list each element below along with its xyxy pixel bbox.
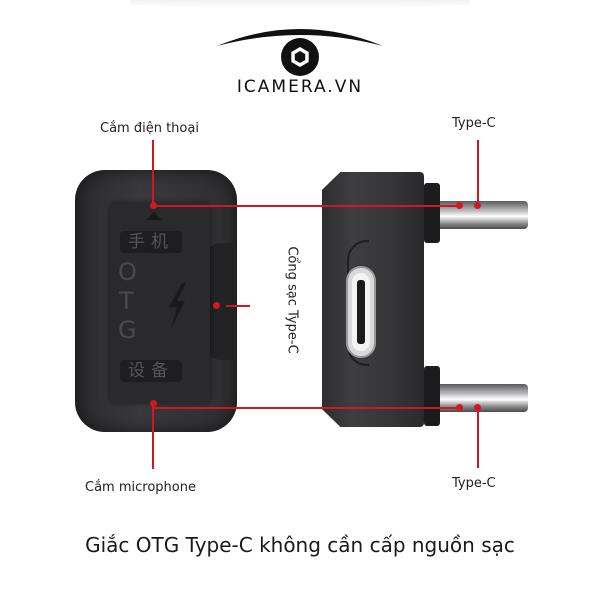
label-type-c-top: Type-C [452, 116, 496, 131]
camera-aperture-icon [281, 38, 319, 76]
callout-dot-bottom-left [456, 404, 463, 411]
callout-dot-mic [150, 400, 157, 407]
top-connector-collar [424, 183, 440, 243]
front-label-device-cn: 设备 [120, 360, 182, 382]
callout-line-type-c-bottom-vertical [477, 408, 479, 468]
otg-letter-t: T [119, 287, 134, 315]
callout-line-phone-vertical [152, 140, 154, 206]
otg-letter-g: G [118, 316, 137, 344]
label-mic-plug: Cắm microphone [85, 480, 196, 495]
label-charging-port: Cổng sạc Type-C [284, 246, 300, 354]
label-phone-plug: Cắm điện thoại [100, 121, 199, 136]
bottom-connector-collar [424, 366, 440, 426]
brand-logo-text: ICAMERA.VN [236, 77, 364, 97]
otg-letter-o: O [118, 258, 137, 286]
callout-dot-top-left [456, 202, 463, 209]
logo-arc-icon [217, 29, 383, 46]
callout-dot-phone [150, 202, 157, 209]
callout-line-charging-port [226, 305, 250, 307]
label-type-c-bottom: Type-C [452, 476, 496, 491]
callout-dot-bottom-right [474, 404, 481, 411]
callout-line-mic-vertical [152, 404, 154, 469]
lightning-bolt-icon [169, 283, 186, 329]
front-label-phone-cn: 手机 [120, 231, 182, 253]
usb-c-port-tongue [357, 280, 365, 344]
arrow-up-icon [146, 212, 162, 220]
product-caption: Giắc OTG Type-C không cần cấp nguồn sạc [85, 533, 515, 557]
top-fade [130, 0, 470, 8]
side-charging-slot [205, 243, 235, 360]
callout-line-bottom-horizontal [153, 407, 460, 409]
callout-line-type-c-top-vertical [477, 140, 479, 206]
callout-line-top-horizontal [153, 205, 460, 207]
callout-dot-charging-port [213, 302, 220, 309]
